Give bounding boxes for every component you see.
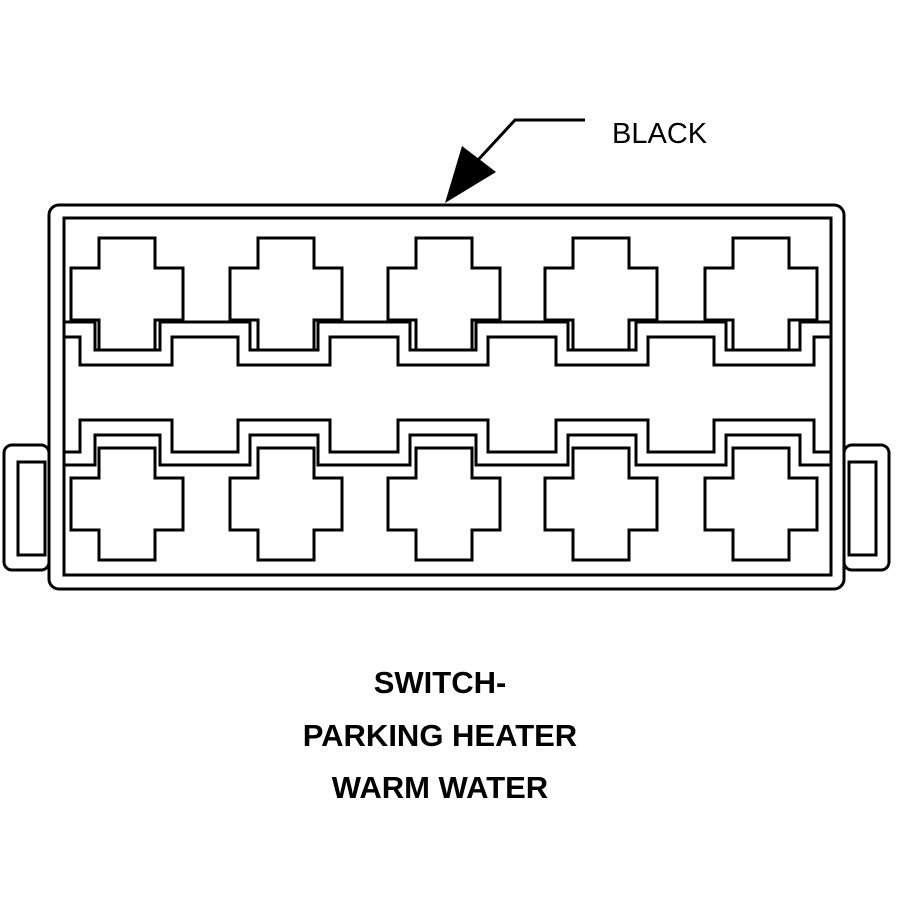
top-row-partition-outer (64, 335, 831, 367)
terminal-cavity-r1-c3 (386, 236, 502, 352)
terminal-cavity-r2-c1 (69, 446, 185, 562)
bottom-row-partition-inner (64, 433, 831, 467)
terminal-cavity-r2-c2 (228, 446, 344, 562)
leader-arrowhead (445, 146, 496, 203)
bottom-row-partition-outer (64, 418, 831, 454)
connector-caption: SWITCH- PARKING HEATER WARM WATER (303, 665, 577, 805)
terminal-cavity-r1-c2 (228, 236, 344, 352)
leader-line (476, 118, 585, 162)
color-callout: BLACK (445, 118, 708, 203)
color-label: BLACK (612, 118, 708, 150)
caption-line-3: WARM WATER (332, 770, 548, 805)
terminal-cavity-r1-c5 (703, 236, 819, 352)
left-latch-inner (16, 460, 47, 557)
housing-inner (62, 216, 833, 577)
terminal-cavities (69, 236, 819, 562)
connector-body (2, 203, 891, 591)
terminal-cavity-r1-c1 (69, 236, 185, 352)
right-latch-inner (847, 460, 878, 557)
caption-line-2: PARKING HEATER (303, 718, 577, 753)
terminal-cavity-r2-c4 (543, 446, 659, 562)
caption-line-1: SWITCH- (374, 665, 507, 700)
right-latch-outer (842, 443, 891, 572)
terminal-cavity-r2-c3 (386, 446, 502, 562)
housing-outer (47, 203, 846, 591)
terminal-cavity-r1-c4 (543, 236, 659, 352)
terminal-cavity-r2-c5 (703, 446, 819, 562)
left-latch-outer (2, 443, 51, 572)
